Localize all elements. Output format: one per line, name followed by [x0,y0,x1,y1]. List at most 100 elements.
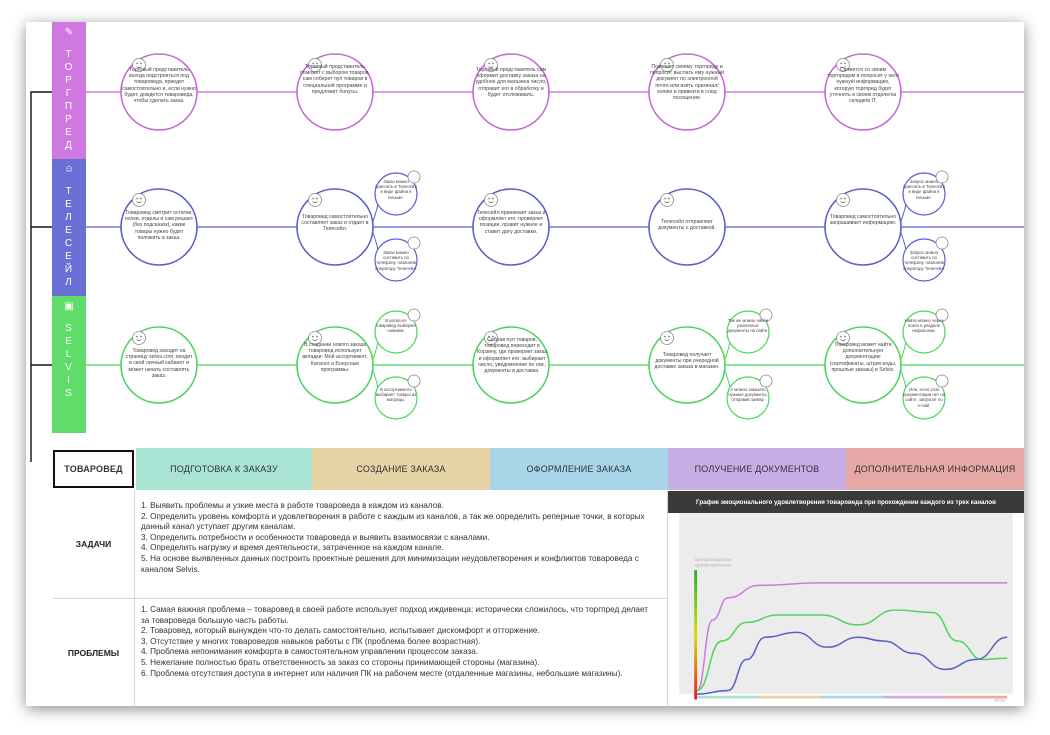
y-axis-gradient [694,570,698,700]
smiley-icon [484,331,498,345]
smiley-icon-mouth [136,339,142,341]
smiley-icon [484,193,498,207]
user-handshake-icon: ✎ [64,27,74,38]
phase-bar-segment [821,695,884,699]
y-axis-label: УДОВЛЕТВОРЕНИЕ [694,562,732,567]
step-text: В создании нового заказа товаровед испол… [302,342,368,373]
channel-letter: V [65,362,73,373]
smiley-icon-eye [492,335,494,338]
smiley-icon-eye [312,197,314,200]
smiley-icon-eye [488,197,490,200]
channel-letter: Е [65,127,73,138]
journey-step-node [296,53,374,131]
phase-documents: ПОЛУЧЕНИЕ ДОКУМЕНТОВ [668,448,846,490]
smiley-icon-eye [140,197,142,200]
step-text: Собрав пул товаров, товаровед переходит … [476,337,548,375]
channel-letter: Е [65,225,73,236]
step-text: Позвонит своему торгпреду и попросит выс… [650,64,725,102]
smiley-icon [132,193,146,207]
problem-item: 5. Нежелание полностью брать ответственн… [141,657,540,667]
journey-step-node [648,188,726,266]
bubble-text: Так же можно найти различные документы н… [727,318,769,334]
smiley-icon-mouth [312,339,318,341]
smiley-icon-eye [312,62,314,65]
smiley-icon [484,58,498,72]
option-bubble [902,310,946,354]
option-bubble [726,376,770,420]
tasks-label: ЗАДАЧИ [75,539,112,549]
smiley-icon-eye [488,62,490,65]
phase-bar-segment [697,695,760,699]
smiley-icon-eye [668,197,670,200]
smiley-icon-eye [840,62,842,65]
step-text: Свяжется со своим торгпредом и попросит … [827,67,899,105]
channel-letter: Т [65,49,73,60]
smiley-icon-eye [136,335,138,338]
option-bubble [902,376,946,420]
step-text: Торговый представитель всегда подстроить… [122,67,196,105]
smiley-icon-mouth [664,339,670,341]
smiley-icon-eye [840,197,842,200]
phase-preparation: ПОДГОТОВКА К ЗАКАЗУ [136,448,312,490]
phase-bar-segment [945,695,1008,699]
phase-creation: СОЗДАНИЕ ЗАКАЗА [312,448,490,490]
journey-step-node [824,326,902,404]
search-icon [759,308,773,322]
smiley-icon-eye [844,197,846,200]
search-icon [935,308,949,322]
option-bubble [374,376,418,420]
smiley-icon-eye [664,335,666,338]
bubble-text: А можно заказать нужные документы, отпра… [728,387,768,403]
bubble-text: Найти можно через поиск в разделе инфопо… [904,318,944,334]
step-text: Телесейл принимает заказ и оформляет его… [476,210,546,235]
smiley-icon [660,58,674,72]
bubble-text: Запрос можно составить по телефону, позв… [903,250,945,271]
problem-item: 2. Товаровед, который вынужден что-то де… [141,626,540,636]
task-item: 5. На основе выявленных данных построить… [141,553,639,574]
smiley-icon [836,193,850,207]
phase-bar-segment [883,695,946,699]
option-bubble [902,238,946,282]
table-divider [667,490,668,706]
journey-step-node [472,188,550,266]
channel-letter: Е [65,251,73,262]
journey-step-node [824,188,902,266]
role-label: ТОВАРОВЕД [53,450,134,488]
smiley-icon [132,331,146,345]
problem-item: 3. Отсутствие у многих товароведов навык… [141,636,481,646]
task-item: 2. Определить уровень комфорта и удовлет… [141,511,645,532]
option-bubble [902,172,946,216]
channel-letter: Р [65,114,73,125]
smiley-icon-mouth [664,66,670,68]
smiley-icon-eye [664,62,666,65]
smiley-icon [836,331,850,345]
table-divider [53,598,667,599]
journey-diagram [30,53,1024,462]
smiley-icon-eye [488,335,490,338]
smiley-icon-eye [664,197,666,200]
step-text: Товаровед самостоятельно запрашивает инф… [829,214,897,227]
smiley-icon-eye [312,335,314,338]
bubble-text: Запрос можно прислать в Телесейл в виде … [903,179,945,200]
journey-step-node [120,53,198,131]
smiley-icon-mouth [136,66,142,68]
mail-icon [759,374,773,388]
smiley-icon-eye [140,335,142,338]
task-item: 3. Определить потребности и особенности … [141,532,490,542]
smiley-icon [308,193,322,207]
journey-step-node [648,53,726,131]
smiley-icon-eye [840,335,842,338]
phase-processing: ОФОРМЛЕНИЕ ЗАКАЗА [490,448,668,490]
smiley-icon-eye [668,62,670,65]
smiley-icon-eye [668,335,670,338]
problem-item: 1. Самая важная проблема – товаровед в с… [141,605,649,625]
phase-bar-segment [759,695,822,699]
smiley-icon-mouth [312,201,318,203]
y-axis-label: ЭМОЦИОНАЛЬНОЕ [694,557,731,562]
channel-letter: С [64,238,74,249]
smiley-icon-eye [492,62,494,65]
